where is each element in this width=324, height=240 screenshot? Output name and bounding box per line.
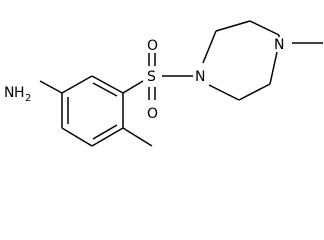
bond-ring-c2-c3: [91, 75, 124, 94]
ring-nitrogen-methyl-label: N: [274, 37, 284, 53]
bond-ring-to-sulfur: [122, 80, 144, 94]
bond-ring-to-amine: [39, 80, 63, 94]
amine-group: N H 2: [4, 85, 31, 104]
amine-hydrogen-label: H: [14, 85, 25, 101]
amine-hydrogen-count: 2: [25, 93, 31, 104]
benzene-ring: [61, 75, 124, 147]
bond-ring-inner-c2-c3: [92, 82, 118, 97]
ring-nitrogen-sulfonamide-label: N: [195, 69, 205, 85]
bond-ring-c4-c5: [91, 127, 124, 147]
oxygen-top-label: O: [147, 38, 158, 54]
bond-ring-inner-c4-c5: [92, 124, 118, 140]
bond-n5-c6: [269, 51, 278, 85]
bond-c6-c7: [238, 83, 271, 101]
diazepane-ring: [202, 20, 280, 101]
bond-c3-c4: [249, 20, 280, 36]
amine-nitrogen-label: N: [4, 85, 14, 101]
bond-n1-c2: [202, 30, 217, 64]
bond-c7-n1: [208, 84, 240, 101]
molecule-structure: N H 2 S O O N N: [4, 20, 323, 147]
oxygen-bottom-label: O: [147, 106, 158, 122]
bond-c2-c3: [215, 20, 251, 32]
bond-ring-c5-c6: [61, 127, 93, 147]
bond-ring-to-methyl: [122, 127, 153, 147]
sulfur-label: S: [147, 69, 156, 85]
bond-ring-c1-c2: [61, 75, 93, 94]
